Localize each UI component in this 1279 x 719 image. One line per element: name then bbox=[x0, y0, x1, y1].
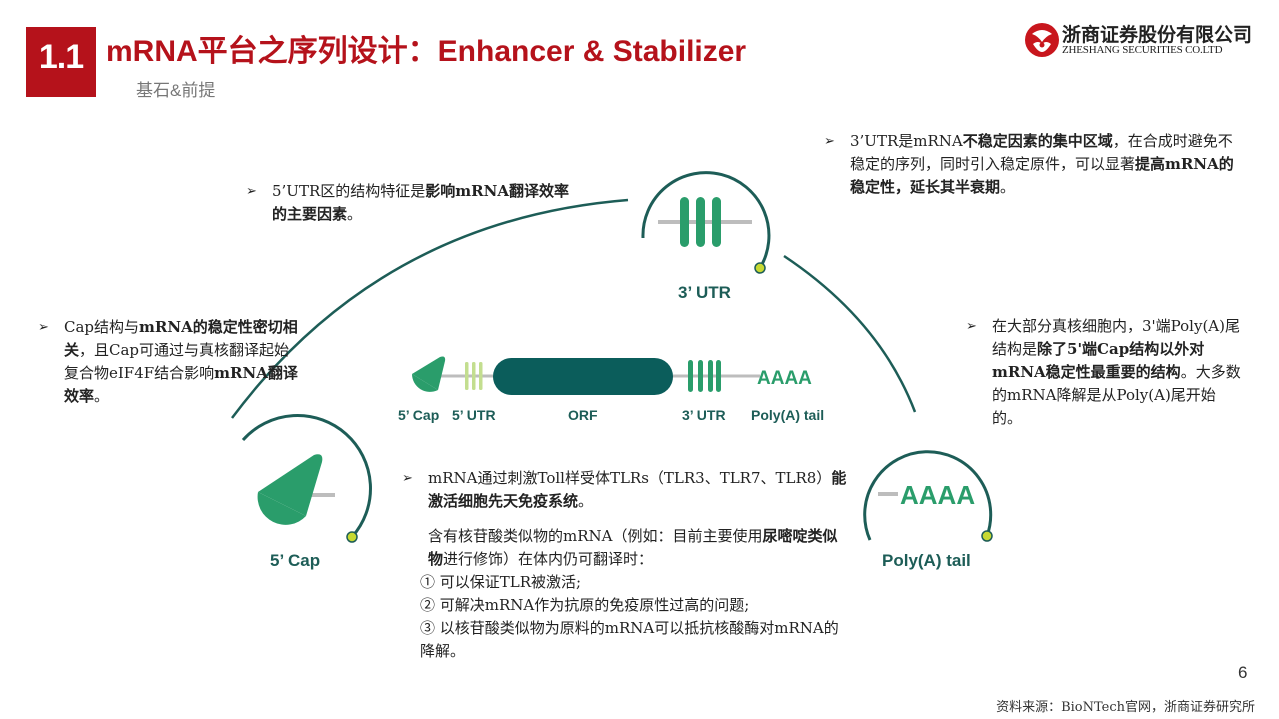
segment-label-cap: 5’ Cap bbox=[398, 407, 440, 423]
note-5utr: ➢ 5’UTR区的结构特征是影响mRNA翻译效率的主要因素。 bbox=[246, 182, 569, 223]
note-polya: ➢ 在大部分真核细胞内，3'端Poly(A)尾结构是除了5'端Cap结构以外对m… bbox=[966, 317, 1241, 427]
segment-label-polya: Poly(A) tail bbox=[751, 407, 825, 423]
orf-segment bbox=[493, 358, 673, 395]
page-number: 6 bbox=[1238, 663, 1248, 682]
utr3-circle-label: 3’ UTR bbox=[678, 283, 731, 302]
cap-circle-label: 5’ Cap bbox=[270, 551, 321, 570]
bullet-icon: ➢ bbox=[402, 471, 413, 486]
utr3-circle bbox=[641, 171, 771, 274]
bullet-icon: ➢ bbox=[824, 134, 835, 149]
zheshang-logo-icon bbox=[1025, 23, 1059, 57]
note-tlr-detail: 含有核苷酸类似物的mRNA（例如：目前主要使用尿嘧啶类似物进行修饰）在体内仍可翻… bbox=[420, 525, 848, 663]
utr3-end-dot bbox=[754, 262, 766, 274]
company-name-cn: 浙商证券股份有限公司 bbox=[1062, 25, 1253, 46]
polya-end-dot bbox=[981, 530, 993, 542]
arc-left bbox=[230, 198, 629, 419]
segment-label-orf: ORF bbox=[568, 407, 598, 423]
section-number: 1.1 bbox=[38, 38, 84, 76]
cap-end-dot bbox=[346, 531, 358, 543]
list-item: ① 可以保证TLR被激活; bbox=[420, 573, 582, 591]
linear-mrna: AAAA bbox=[412, 356, 812, 395]
section-number-badge: 1.1 bbox=[26, 27, 96, 97]
list-item: ③ 以核苷酸类似物为原料的mRNA可以抵抗核酸酶对mRNA的降解。 bbox=[420, 619, 839, 660]
bullet-icon: ➢ bbox=[966, 319, 977, 334]
polya-circle-glyph: AAAA bbox=[900, 480, 975, 510]
note-3utr: ➢ 3’UTR是mRNA不稳定因素的集中区域，在合成时避免不稳定的序列，同时引入… bbox=[824, 132, 1234, 196]
polya-circle-label: Poly(A) tail bbox=[882, 551, 971, 570]
page-subtitle: 基石&前提 bbox=[136, 81, 216, 100]
page-title: mRNA平台之序列设计：Enhancer & Stabilizer bbox=[106, 35, 747, 68]
bullet-icon: ➢ bbox=[38, 320, 49, 335]
note-tlr: ➢ mRNA通过刺激Toll样受体TLRs（TLR3、TLR7、TLR8）能激活… bbox=[402, 469, 847, 510]
source-note: 资料来源：BioNTech官网，浙商证券研究所 bbox=[996, 700, 1255, 715]
note-cap: ➢ Cap结构与mRNA的稳定性密切相关，且Cap可通过与真核翻译起始复合物eI… bbox=[38, 318, 298, 405]
segment-label-utr5: 5’ UTR bbox=[452, 407, 496, 423]
bullet-icon: ➢ bbox=[246, 184, 257, 199]
note-tlr-detail-intro: 含有核苷酸类似物的mRNA（例如：目前主要使用尿嘧啶类似物进行修饰）在体内仍可翻… bbox=[428, 527, 838, 568]
segment-label-utr3: 3’ UTR bbox=[682, 407, 726, 423]
linear-polya-glyph: AAAA bbox=[757, 368, 812, 389]
arc-right bbox=[783, 254, 917, 413]
polya-circle: AAAA bbox=[863, 450, 993, 542]
list-item: ② 可解决mRNA作为抗原的免疫原性过高的问题; bbox=[420, 596, 750, 614]
cap-circle bbox=[241, 414, 372, 543]
company-name-en: ZHESHANG SECURITIES CO.LTD bbox=[1062, 44, 1223, 56]
